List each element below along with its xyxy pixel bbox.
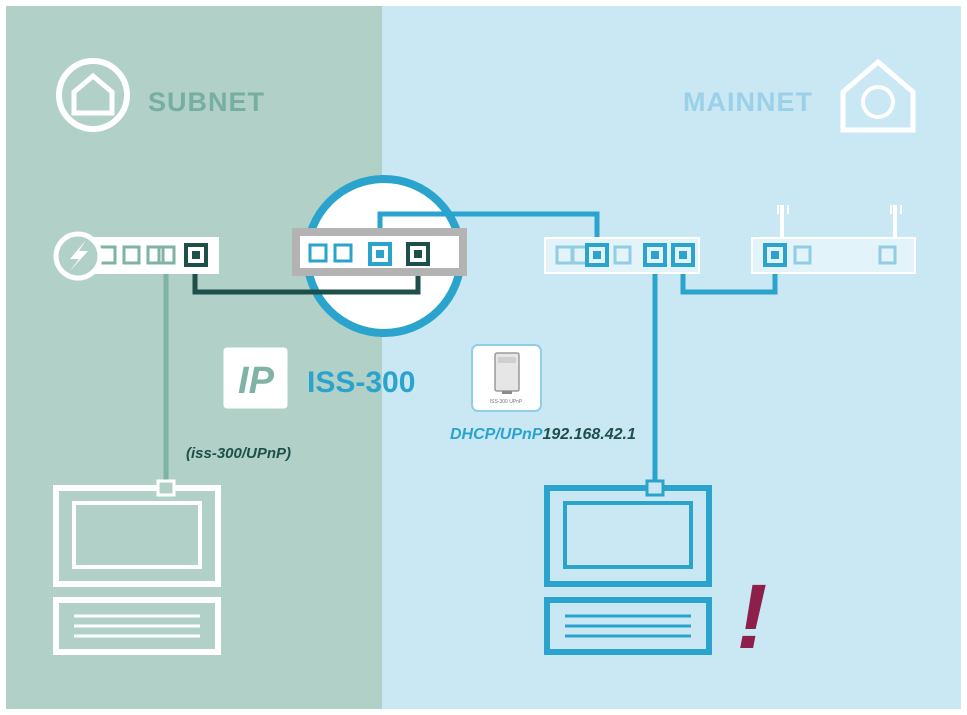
subnet-computer-icon [53, 479, 221, 655]
subnet-hostname-label: (iss-300/UPnP) [186, 445, 291, 462]
subnet-modem-lightning-icon [53, 231, 103, 281]
mainnet-label: MAINNET [683, 87, 813, 117]
mainnet-zone [382, 6, 961, 709]
device-tile: ISS-300 UPnP [471, 344, 542, 412]
subnet-label: SUBNET [148, 87, 265, 117]
mainnet-switch [544, 237, 700, 274]
server-tower-icon [494, 352, 520, 394]
mainnet-computer-icon [544, 479, 712, 655]
ip-badge: IP [220, 344, 291, 412]
ip-badge-text: IP [238, 360, 275, 402]
device-caption: ISS-300 UPnP [490, 399, 523, 405]
subnet-house-icon [56, 58, 130, 132]
subnet-zone [6, 6, 382, 709]
device-name-label: ISS-300 [307, 366, 415, 399]
warning-exclamation: ! [737, 566, 768, 668]
iss300-switch [292, 228, 467, 276]
mainnet-house-circle-icon [840, 58, 916, 133]
mainnet-address-label: DHCP/UPnP192.168.42.1 [450, 426, 636, 443]
mainnet-router [751, 205, 916, 274]
mainnet-ip-label: 192.168.42.1 [542, 426, 636, 443]
subnet-switch [85, 237, 219, 274]
mainnet-protocol-label: DHCP/UPnP [450, 426, 543, 443]
